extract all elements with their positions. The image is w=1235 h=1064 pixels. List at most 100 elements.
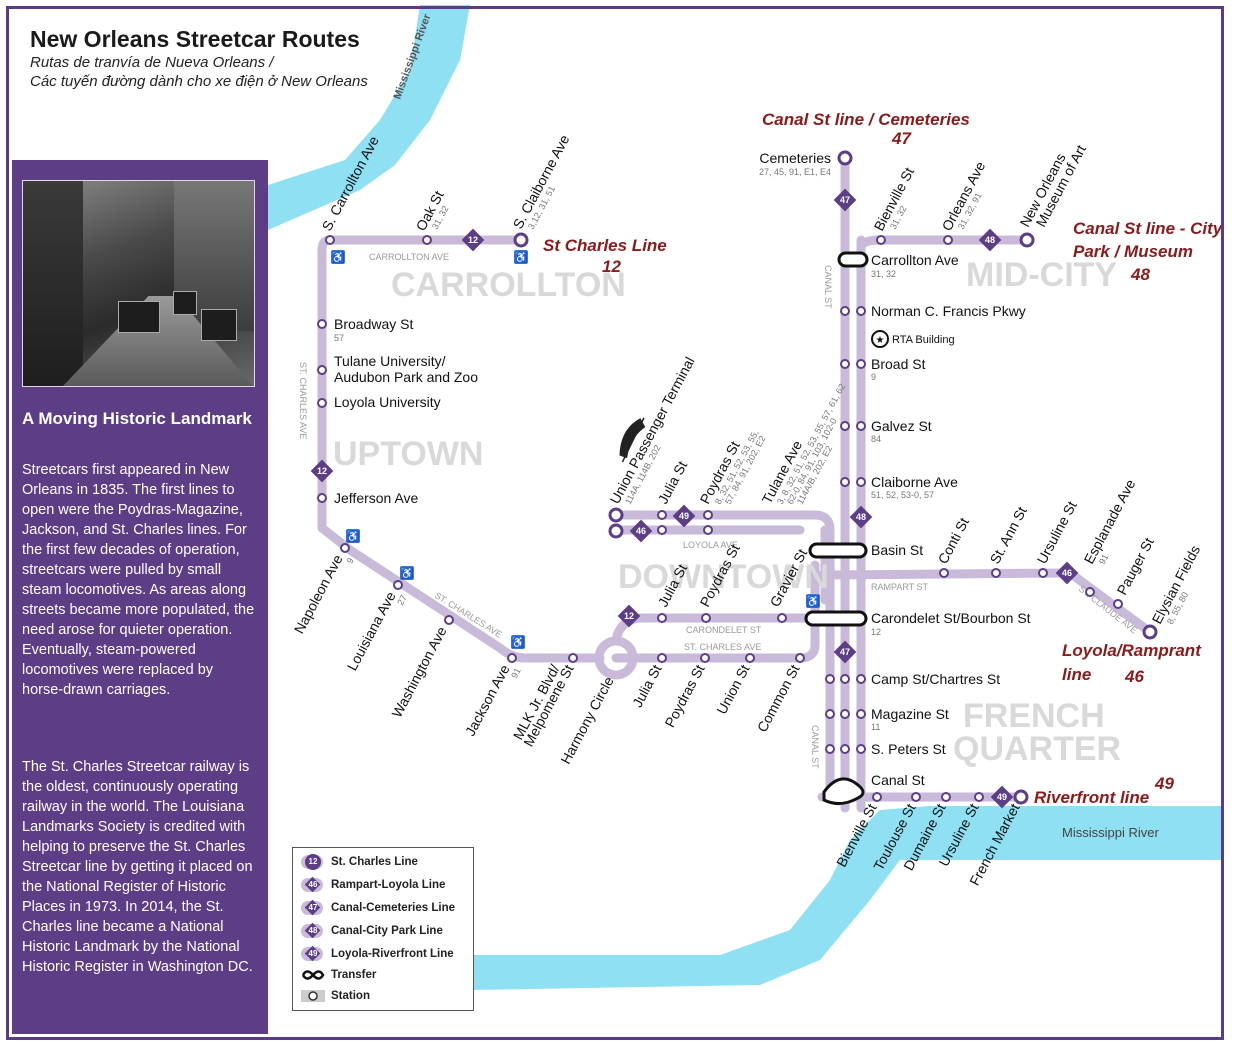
harmony-circle	[594, 636, 638, 680]
quarter-label: QUARTER	[953, 730, 1121, 768]
legend-item-station: Station	[301, 987, 370, 1005]
svg-text:9: 9	[345, 556, 356, 565]
transfer-carondelet	[804, 610, 868, 627]
station-claiborne-mc: Claiborne Ave	[871, 474, 958, 490]
street-rampart: RAMPART ST	[871, 582, 929, 592]
badge-12-downtown: 12	[617, 604, 641, 628]
annot-riverfront: Riverfront line	[1034, 788, 1149, 807]
terminal-dots	[513, 150, 1158, 805]
sidebar-paragraph-1: Streetcars first appeared in New Orleans…	[22, 462, 255, 698]
downtown-label: DOWNTOWN	[618, 558, 829, 596]
map-legend: 12 St. Charles Line 46 Rampart-Loyola Li…	[292, 847, 474, 1011]
svg-text:47: 47	[840, 647, 850, 657]
svg-text:27: 27	[395, 593, 409, 607]
station-carondelet: Carondelet St/Bourbon St	[871, 610, 1031, 626]
annot-canal-city-1: Canal St line - City	[1073, 219, 1224, 238]
annot-canal-city-num: 48	[1130, 265, 1150, 284]
routes-broadway: 57	[334, 333, 344, 343]
downward-connection-routes: 9 27 91	[345, 556, 523, 680]
wheelchair-icon: ♿	[514, 250, 528, 264]
accessibility-icons: ♿ ♿ ♿ ♿ ♿ ♿	[331, 250, 820, 649]
station-jefferson: Jefferson Ave	[334, 490, 419, 506]
station-labels: Broadway St Tulane University/ Audubon P…	[334, 150, 1031, 788]
station-broad: Broad St	[871, 356, 926, 372]
wheelchair-icon: ♿	[511, 635, 525, 649]
station-norman: Norman C. Francis Pkwy	[871, 303, 1026, 319]
wheelchair-icon: ♿	[331, 250, 345, 264]
svg-text:12: 12	[468, 235, 478, 245]
station-rta: RTA Building	[892, 334, 955, 346]
svg-text:91: 91	[509, 666, 523, 680]
historic-photo	[22, 180, 255, 387]
badge-47-canal: 47	[833, 640, 857, 664]
street-carondelet: CARONDELET ST	[686, 625, 762, 635]
station-tulane-1: Tulane University/	[334, 353, 446, 369]
transfer-carrollton	[837, 251, 869, 268]
badge-49-riverfront: 49	[990, 785, 1014, 809]
transfer-icon	[301, 970, 325, 980]
midcity-label: MID-CITY	[966, 256, 1117, 294]
upper-river	[268, 5, 470, 230]
routes-claiborne-mc: 51, 52, 53-0, 57	[871, 490, 934, 500]
station-magazine: Magazine St	[871, 706, 949, 722]
carrollton-label: CARROLLTON	[391, 266, 626, 304]
french-label: FRENCH	[963, 697, 1105, 735]
annot-canal-cem: Canal St line / Cemeteries	[762, 110, 970, 129]
svg-text:♿: ♿	[806, 595, 820, 608]
badge-48-canal: 48	[849, 505, 873, 529]
annot-riverfront-num: 49	[1154, 774, 1174, 793]
transfer-basin	[808, 542, 868, 559]
svg-text:♿: ♿	[511, 636, 525, 649]
uptown-label: UPTOWN	[333, 435, 483, 473]
street-canal-upper: CANAL ST	[823, 265, 833, 309]
svg-text:47: 47	[840, 195, 850, 205]
subtitle-spanish: Rutas de tranvía de Nueva Orleans /	[30, 54, 274, 71]
svg-text:★: ★	[876, 335, 885, 346]
annot-loyola-2: line	[1062, 665, 1091, 684]
station-icon	[301, 990, 325, 1002]
sidebar-paragraph-2: The St. Charles Streetcar railway is the…	[22, 759, 253, 975]
title-block: New Orleans Streetcar Routes Rutas de tr…	[30, 26, 368, 91]
annot-loyola-num: 46	[1124, 667, 1144, 686]
routes-galvez: 84	[871, 434, 881, 444]
history-sidebar: A Moving Historic Landmark Streetcars fi…	[12, 160, 268, 1034]
svg-text:48: 48	[985, 235, 995, 245]
legend-item-12: 12 St. Charles Line	[301, 853, 418, 871]
wheelchair-icon: ♿	[806, 594, 820, 608]
svg-text:49: 49	[997, 792, 1007, 802]
routes-carondelet: 12	[871, 627, 881, 637]
svg-text:46: 46	[636, 526, 646, 536]
badge-46-loyola: 46	[629, 519, 653, 543]
badge-46-rampart: 46	[1055, 561, 1079, 585]
station-loyola-u: Loyola University	[334, 394, 441, 410]
badge-12-uptown: 12	[310, 459, 334, 483]
station-canal: Canal St	[871, 772, 925, 788]
line-annotations: St Charles Line 12 Canal St line / Cemet…	[543, 110, 1224, 807]
connection-routes: 57 27, 45, 91, E1, E4 31, 32 9 84 51, 52…	[334, 167, 934, 732]
street-carrollton-ave: CARROLLTON AVE	[369, 252, 449, 262]
legend-item-49: 49 Loyola-Riverfront Line	[301, 945, 454, 963]
svg-text:12: 12	[624, 611, 634, 621]
station-dots	[317, 235, 1123, 802]
wheelchair-icon: ♿	[400, 566, 414, 580]
svg-text:48: 48	[856, 512, 866, 522]
svg-text:46: 46	[1062, 568, 1072, 578]
street-canal-lower: CANAL ST	[810, 725, 820, 769]
annot-st-charles: St Charles Line	[543, 236, 667, 255]
svg-text:♿: ♿	[514, 251, 528, 264]
rta-star-icon: ★	[871, 330, 889, 348]
svg-text:♿: ♿	[400, 567, 414, 580]
page-title: New Orleans Streetcar Routes	[30, 26, 360, 52]
station-broadway: Broadway St	[334, 316, 413, 332]
routes-broad: 9	[871, 372, 876, 382]
neighborhoods: CARROLLTON UPTOWN DOWNTOWN MID-CITY FREN…	[333, 256, 1121, 768]
badge-49-loyola: 49	[672, 504, 696, 528]
street-st-charles-h: ST. CHARLES AVE	[684, 642, 761, 652]
annot-canal-city-2: Park / Museum	[1073, 242, 1193, 261]
svg-text:12: 12	[317, 466, 327, 476]
svg-text:♿: ♿	[346, 530, 360, 543]
train-icon	[619, 417, 646, 463]
station-s-peters: S. Peters St	[871, 741, 946, 757]
routes-magazine: 11	[871, 722, 880, 732]
